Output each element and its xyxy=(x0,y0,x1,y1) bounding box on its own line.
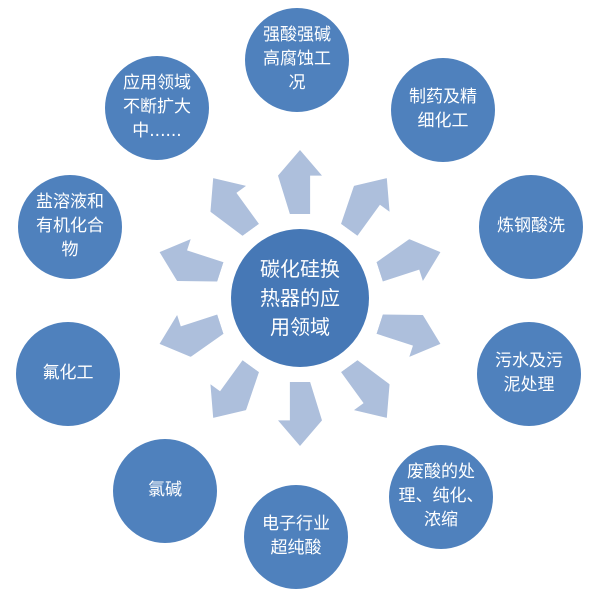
radial-arrow-up xyxy=(278,150,322,214)
radial-arrow-up-right xyxy=(331,165,404,243)
radial-arrow-down-right xyxy=(331,353,404,431)
node-waste-acid: 废酸的处 理、纯化、 浓缩 xyxy=(389,445,493,549)
node-fluorine-chem: 氟化工 xyxy=(16,322,120,426)
node-chlor-alkali: 氯碱 xyxy=(113,439,217,543)
radial-arrow-up-left xyxy=(195,165,268,243)
radial-arrow-down-left xyxy=(195,353,268,431)
node-steel-pickling: 炼钢酸洗 xyxy=(479,175,583,279)
radial-arrow-left-down xyxy=(153,303,227,365)
node-strong-acid-alkali: 强酸强碱 高腐蚀工 况 xyxy=(245,8,349,112)
radial-arrow-down xyxy=(278,382,322,446)
radial-arrow-right-down xyxy=(373,303,447,365)
node-expanding-application-fields: 应用领域 不断扩大 中...... xyxy=(105,56,209,160)
center-node-application-fields: 碳化硅换 热器的应 用领域 xyxy=(231,229,369,367)
node-salt-organic-compounds: 盐溶液和 有机化合 物 xyxy=(18,175,122,279)
node-sewage-sludge: 污水及污 泥处理 xyxy=(477,322,581,426)
node-pharma-fine-chem: 制药及精 细化工 xyxy=(391,58,495,162)
node-electronics-ultrapure-acid: 电子行业 超纯酸 xyxy=(244,485,348,589)
radial-arrow-left-up xyxy=(153,231,227,293)
radial-arrow-right-up xyxy=(373,231,447,293)
